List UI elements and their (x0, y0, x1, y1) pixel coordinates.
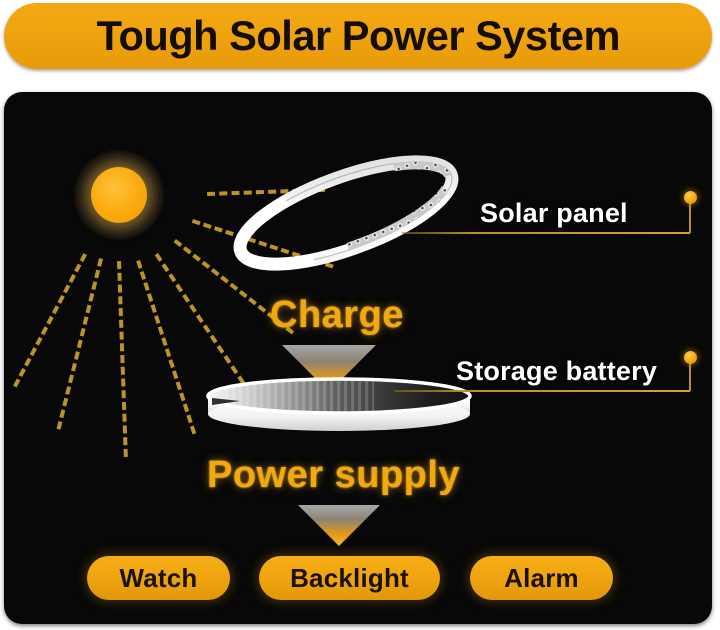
sun-ray (117, 260, 129, 457)
diagram-panel: Solar panel Charge (4, 92, 712, 624)
solar-panel-callout-stem (689, 200, 691, 233)
solar-panel-callout-dot (684, 191, 697, 204)
sun-icon (34, 110, 204, 280)
storage-battery-callout-stem (689, 360, 691, 391)
sun-ray (136, 259, 197, 434)
output-button-label: Alarm (504, 562, 579, 593)
sun-ray (56, 258, 104, 430)
power-supply-arrow-icon (298, 504, 380, 546)
storage-battery-callout-rule (394, 390, 690, 392)
output-button-label: Watch (119, 562, 198, 593)
title-banner: Tough Solar Power System (4, 3, 712, 69)
sun-core (91, 167, 147, 223)
storage-battery-callout-dot (684, 351, 697, 364)
power-supply-arrow-svg (298, 505, 380, 546)
solar-panel-graphic (226, 149, 466, 277)
output-button-label: Backlight (290, 562, 409, 593)
charge-arrow-icon (282, 344, 376, 392)
storage-battery-svg (206, 377, 472, 431)
storage-battery-label: Storage battery (456, 356, 658, 386)
output-button-backlight[interactable]: Backlight (259, 556, 440, 600)
charge-label: Charge (270, 294, 404, 336)
power-supply-label: Power supply (207, 454, 461, 496)
page-title: Tough Solar Power System (96, 12, 620, 59)
solar-panel-svg (232, 154, 460, 272)
solar-panel-callout-rule (402, 232, 690, 234)
charge-arrow-svg (282, 345, 376, 392)
output-button-watch[interactable]: Watch (87, 556, 230, 600)
solar-panel-label: Solar panel (480, 198, 628, 228)
storage-battery-graphic (204, 372, 474, 436)
output-button-alarm[interactable]: Alarm (470, 556, 613, 600)
output-buttons-row: Watch Backlight Alarm (4, 556, 712, 602)
